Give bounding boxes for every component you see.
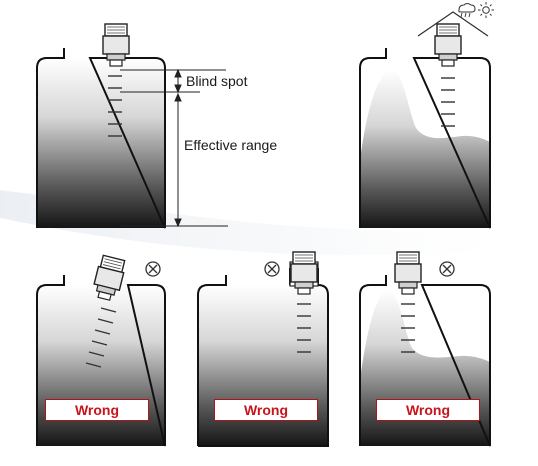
- tank-outline: [359, 48, 491, 229]
- sensor-icon: [102, 23, 130, 67]
- sensor-icon: [434, 23, 462, 67]
- tank-outline: [36, 48, 166, 229]
- background-swoosh: [0, 190, 538, 255]
- sunshade-roof: [417, 11, 489, 37]
- prohibited-icon: [264, 261, 280, 277]
- echo-waves: [108, 75, 122, 137]
- range-dimensions: [120, 68, 228, 228]
- panel-sunshade-install: [359, 2, 494, 229]
- tank-outline: [36, 275, 166, 447]
- tank-material: [198, 285, 328, 446]
- tank-outline: [359, 275, 491, 447]
- effective-range-label: Effective range: [184, 137, 278, 153]
- echo-waves: [297, 303, 311, 353]
- sensor-icon: [394, 251, 422, 295]
- material-pile: [360, 70, 490, 228]
- wrong-badge: Wrong: [214, 399, 318, 421]
- prohibited-icon: [439, 261, 455, 277]
- echo-waves: [401, 303, 415, 353]
- panel-correct-install: [36, 23, 228, 229]
- weather-icon: [458, 2, 494, 18]
- echo-waves: [441, 77, 455, 127]
- sensor-icon: [290, 251, 318, 295]
- tank-material: [37, 58, 165, 228]
- wrong-badge: Wrong: [376, 399, 480, 421]
- echo-waves: [85, 307, 117, 368]
- wrong-badge: Wrong: [45, 399, 149, 421]
- blind-spot-label: Blind spot: [186, 73, 248, 89]
- prohibited-icon: [145, 261, 161, 277]
